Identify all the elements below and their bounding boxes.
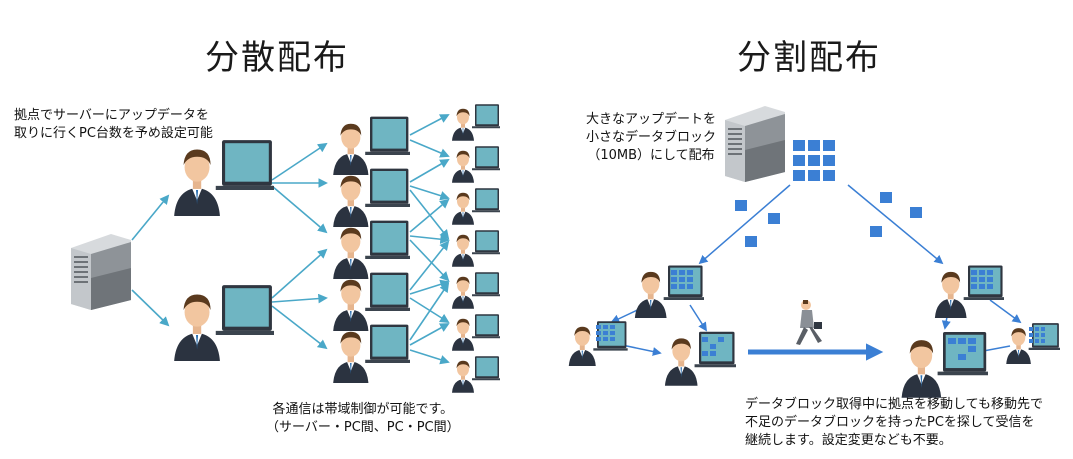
person-laptop-icon (333, 324, 410, 383)
person-laptop-icon (333, 272, 410, 331)
person-laptop-icon (452, 230, 500, 267)
person-laptop-icon (664, 331, 736, 386)
person-laptop-icon (1006, 323, 1060, 364)
server-icon (725, 106, 785, 182)
right-title: 分割配布 (737, 38, 881, 78)
person-laptop-icon (174, 140, 274, 216)
left-arrows (131, 114, 450, 365)
person-laptop-icon (452, 272, 500, 309)
walking-person-icon (796, 300, 822, 345)
left-title: 分散配布 (205, 38, 349, 78)
person-laptop-icon (452, 314, 500, 351)
screen-blocks (596, 270, 1045, 360)
data-block-grid (793, 140, 835, 181)
person-laptop-icon (333, 116, 410, 175)
left-top-note: 拠点でサーバーにアップデータを 取りに行くPC台数を予め設定可能 (14, 108, 213, 141)
right-top-note: 大きなアップデートを 小さなデータブロック （10MB）にして配布 (586, 112, 717, 163)
person-laptop-icon (452, 356, 500, 393)
person-laptop-icon (452, 146, 500, 183)
person-laptop-icon (452, 104, 500, 141)
left-diagram (71, 104, 500, 393)
person-laptop-icon (333, 220, 410, 279)
right-bottom-note: データブロック取得中に拠点を移動しても移動先で 不足のデータブロックを持ったPC… (745, 397, 1043, 448)
person-laptop-icon (333, 168, 410, 227)
server-icon (71, 234, 131, 310)
right-diagram (568, 106, 1060, 398)
person-laptop-icon (174, 285, 274, 361)
data-block-icon (735, 192, 922, 247)
left-bottom-note: 各通信は帯域制御が可能です。 （サーバー・PC間、PC・PC間） (266, 402, 460, 435)
person-laptop-icon (934, 265, 1004, 318)
person-laptop-icon (452, 188, 500, 225)
